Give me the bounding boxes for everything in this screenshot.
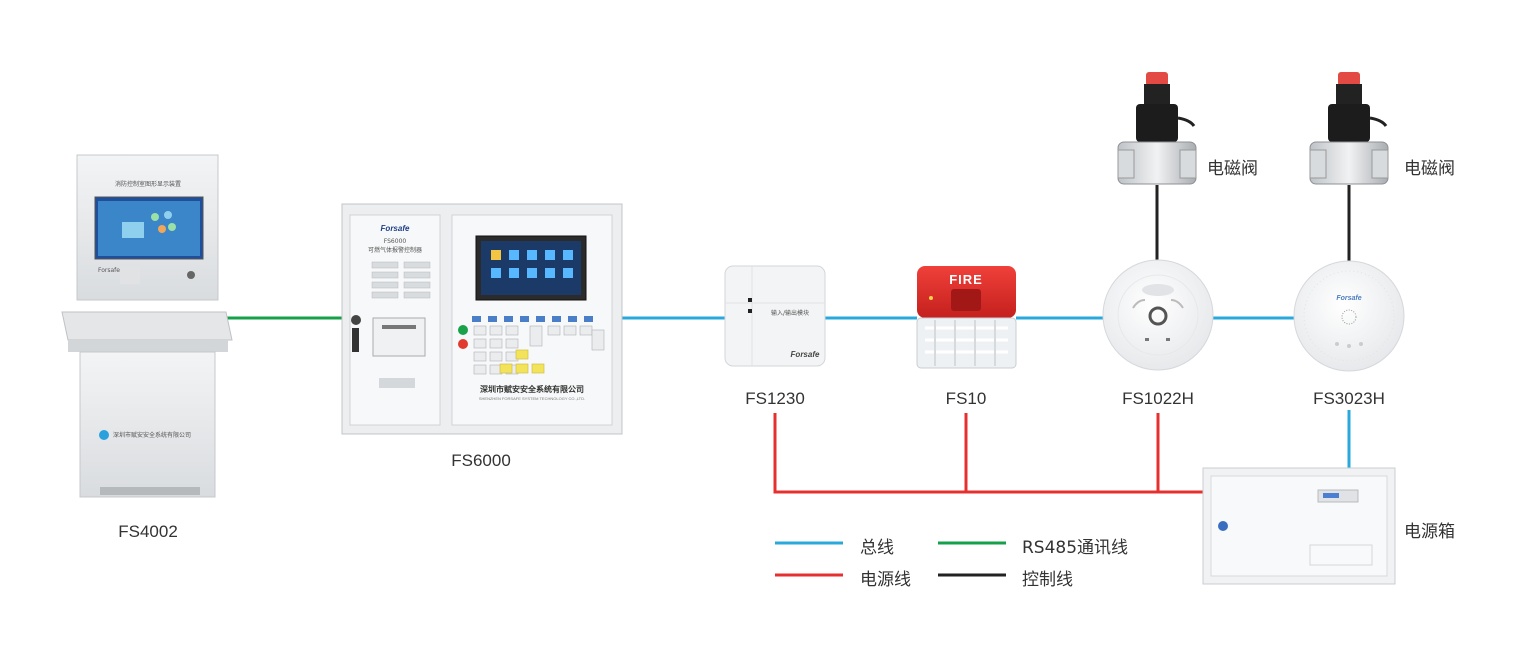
legend-control-label: 控制线: [1022, 570, 1073, 590]
fs1230-text: 输入/输出模块: [771, 309, 809, 317]
fs1022h-detector: [1102, 259, 1214, 371]
fs1230-module: 输入/输出模块 Forsafe: [724, 265, 826, 367]
legend-rs485-label: RS485通讯线: [1022, 538, 1129, 558]
fs10-badge: FIRE: [949, 272, 983, 287]
fs6000-brand: Forsafe: [381, 224, 410, 233]
fs10-label: FS10: [945, 389, 987, 408]
solenoid-valve-right: [1309, 72, 1389, 185]
fs1230-label: FS1230: [745, 389, 805, 408]
fs3023h-label: FS3023H: [1313, 389, 1385, 408]
power-box: [1202, 467, 1396, 585]
fs1230-brand: Forsafe: [791, 350, 820, 359]
fs6000-name: 可燃气体报警控制器: [368, 246, 422, 254]
valve-left-label: 电磁阀: [1207, 159, 1258, 179]
legend: [775, 541, 1006, 577]
fs1022h-label: FS1022H: [1122, 389, 1194, 408]
fs4002-cabinet: 消防控制室图形显示装置 Forsafe 深圳市赋安安全系统有限公司: [61, 154, 233, 498]
connection-lines: [226, 185, 1351, 494]
fs4002-brand: Forsafe: [98, 267, 120, 274]
fs6000-company-en: SHENZHEN FORSAFE SYSTEM TECHNOLOGY CO.,L…: [479, 396, 585, 401]
fs3023h-detector: Forsafe: [1293, 260, 1405, 372]
fs4002-label: FS4002: [118, 522, 178, 541]
fs4002-company: 深圳市赋安安全系统有限公司: [113, 431, 191, 439]
power-line: [773, 413, 1205, 494]
legend-bus-label: 总线: [860, 538, 894, 558]
fs10-alarm: FIRE: [916, 266, 1017, 369]
fs6000-controller: Forsafe FS6000 可燃气体报警控制器: [341, 203, 623, 435]
fs6000-company: 深圳市赋安安全系统有限公司: [480, 384, 584, 394]
solenoid-valve-left: [1117, 72, 1197, 185]
valve-right-label: 电磁阀: [1404, 159, 1455, 179]
fs6000-model: FS6000: [384, 238, 407, 245]
fs3023h-brand: Forsafe: [1336, 295, 1361, 302]
fs4002-screen-title: 消防控制室图形显示装置: [115, 180, 181, 188]
fs6000-label: FS6000: [451, 451, 511, 470]
legend-power-label: 电源线: [860, 570, 911, 590]
power-box-label: 电源箱: [1404, 522, 1455, 542]
